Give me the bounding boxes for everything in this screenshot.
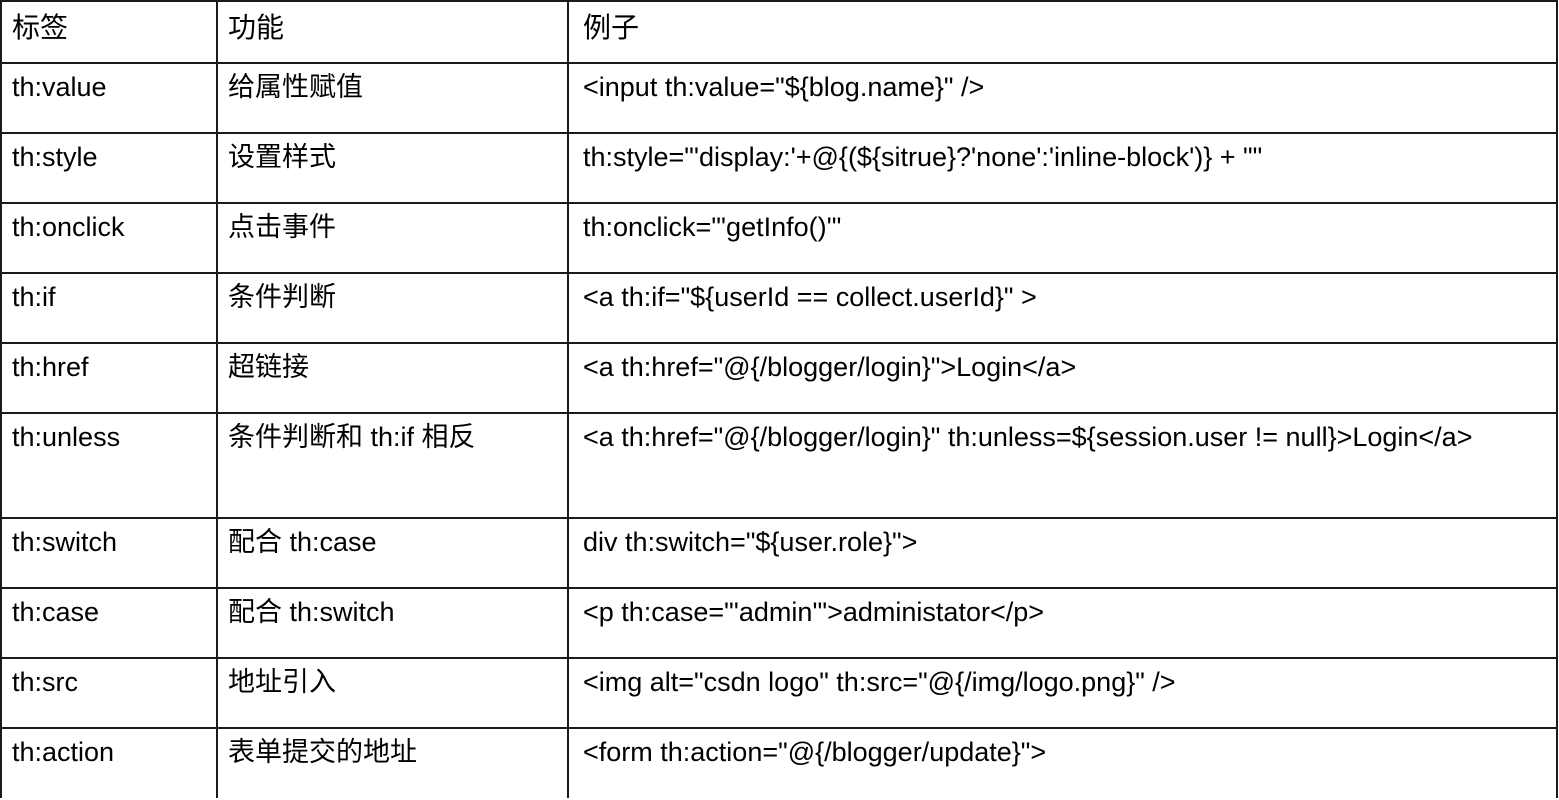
table-row: th:value 给属性赋值 <input th:value="${blog.n… xyxy=(1,63,1557,134)
cell-tag-name: th:if xyxy=(1,273,218,344)
table-row: th:case 配合 th:switch <p th:case="'admin'… xyxy=(1,588,1557,659)
cell-tag-name: th:switch xyxy=(1,518,218,589)
cell-example-code: th:onclick="'getInfo()'" xyxy=(568,203,1557,274)
cell-example-code: <img alt="csdn logo" th:src="@{/img/logo… xyxy=(568,658,1557,729)
cell-tag-name: th:case xyxy=(1,588,218,659)
cell-example-code: <a th:if="${userId == collect.userId}" > xyxy=(568,273,1557,344)
cell-example-code: <a th:href="@{/blogger/login}">Login</a> xyxy=(568,343,1557,414)
cell-tag-name: th:style xyxy=(1,133,218,204)
cell-example-code: div th:switch="${user.role}"> xyxy=(568,518,1557,589)
table-row: th:unless 条件判断和 th:if 相反 <a th:href="@{/… xyxy=(1,413,1557,519)
table-row: th:onclick 点击事件 th:onclick="'getInfo()'" xyxy=(1,203,1557,274)
cell-function-desc: 配合 th:case xyxy=(217,518,569,589)
table-header-row: 标签 功能 例子 xyxy=(1,1,1557,64)
column-header-function: 功能 xyxy=(217,1,569,64)
cell-example-code: <a th:href="@{/blogger/login}" th:unless… xyxy=(568,413,1557,519)
cell-tag-name: th:onclick xyxy=(1,203,218,274)
cell-example-code: <input th:value="${blog.name}" /> xyxy=(568,63,1557,134)
cell-function-desc: 配合 th:switch xyxy=(217,588,569,659)
table-row: th:style 设置样式 th:style="'display:'+@{(${… xyxy=(1,133,1557,204)
cell-tag-name: th:href xyxy=(1,343,218,414)
column-header-example: 例子 xyxy=(568,1,1557,64)
cell-tag-name: th:unless xyxy=(1,413,218,519)
table-row: th:href 超链接 <a th:href="@{/blogger/login… xyxy=(1,343,1557,414)
table-row: th:if 条件判断 <a th:if="${userId == collect… xyxy=(1,273,1557,344)
cell-function-desc: 点击事件 xyxy=(217,203,569,274)
cell-function-desc: 超链接 xyxy=(217,343,569,414)
cell-example-code: <form th:action="@{/blogger/update}"> xyxy=(583,737,1047,767)
cell-function-desc: 地址引入 xyxy=(217,658,569,729)
column-header-tag: 标签 xyxy=(1,1,218,64)
cell-tag-name: th:action xyxy=(1,728,218,798)
cell-example-code: th:style="'display:'+@{(${sitrue}?'none'… xyxy=(568,133,1557,204)
table-row: th:switch 配合 th:case div th:switch="${us… xyxy=(1,518,1557,589)
cell-function-desc: 表单提交的地址 xyxy=(217,728,569,798)
cell-tag-name: th:src xyxy=(1,658,218,729)
cell-tag-name: th:value xyxy=(1,63,218,134)
cell-function-desc: 设置样式 xyxy=(217,133,569,204)
cell-function-desc: 给属性赋值 xyxy=(217,63,569,134)
cell-function-desc: 条件判断和 th:if 相反 xyxy=(217,413,569,519)
cell-function-desc: 条件判断 xyxy=(217,273,569,344)
table-row: th:src 地址引入 <img alt="csdn logo" th:src=… xyxy=(1,658,1557,729)
table-row: th:action 表单提交的地址 <form th:action="@{/bl… xyxy=(1,728,1557,798)
cell-example-code: <p th:case="'admin'">administator</p> xyxy=(568,588,1557,659)
